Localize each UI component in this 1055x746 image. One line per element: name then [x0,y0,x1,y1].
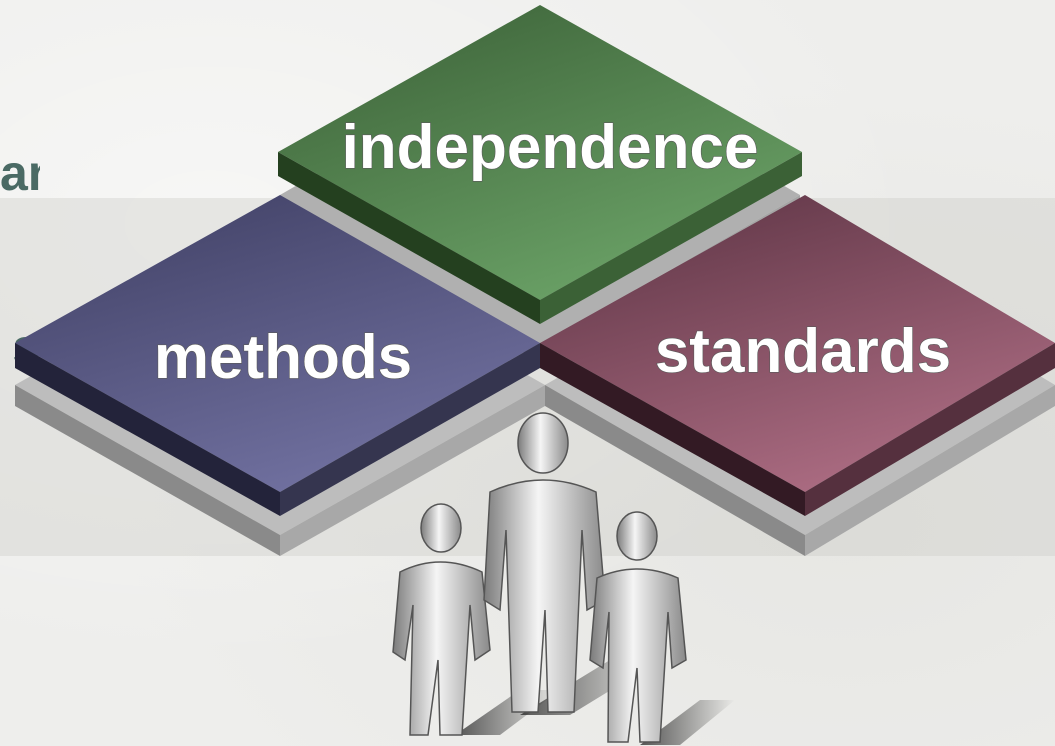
people-group-icon [392,412,735,745]
label-standards: standards [655,317,951,386]
tile-methods [15,195,540,516]
label-methods: methods [154,323,412,392]
person-left [392,503,491,736]
label-independence: independence [342,113,759,182]
title-line-1: an [0,145,40,201]
tile-standards [540,195,1055,516]
person-center [483,412,606,713]
person-right [589,511,687,743]
tile-independence [278,5,802,324]
